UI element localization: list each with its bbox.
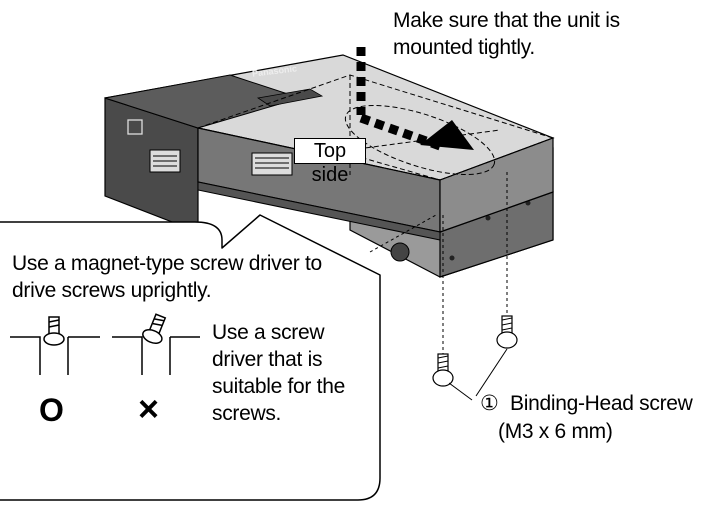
- callout-bubble: [0, 214, 437, 501]
- upright-screw-diagram: [10, 316, 100, 375]
- screw-right: [496, 315, 518, 349]
- screw-label-line1: Binding-Head screw: [510, 392, 693, 415]
- note-top-line2: mounted tightly.: [393, 36, 535, 59]
- callout-line2: drive screws uprightly.: [12, 279, 212, 302]
- callout-right-line4: screws.: [212, 402, 282, 425]
- screw-number: ①: [480, 392, 499, 415]
- tilted-screw-diagram: [112, 313, 200, 375]
- screw-label-line2: (M3 x 6 mm): [498, 420, 613, 443]
- screw-guides: [442, 172, 508, 355]
- bad-mark: ×: [138, 388, 160, 429]
- callout-right-line2: driver that is: [212, 348, 323, 371]
- top-side-label: Top side: [294, 138, 366, 186]
- good-mark: O: [39, 392, 64, 428]
- callout-line1: Use a magnet-type screw driver to: [12, 252, 322, 275]
- screw-left: [432, 353, 454, 387]
- connector-left: [149, 149, 181, 173]
- callout-right-line3: suitable for the: [212, 375, 345, 398]
- callout-right-line1: Use a screw: [212, 321, 325, 344]
- connector-front: [251, 152, 293, 176]
- note-top-line1: Make sure that the unit is: [393, 9, 620, 32]
- screw-leader: [448, 348, 508, 401]
- slide-arrow: [344, 47, 496, 176]
